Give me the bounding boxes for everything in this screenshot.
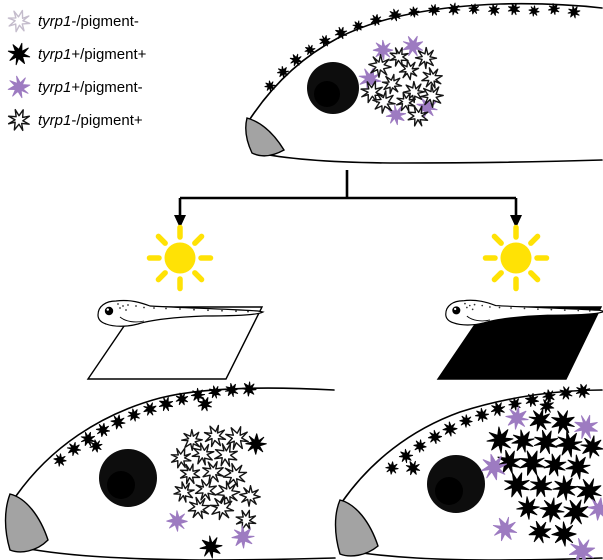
melanocyte-pigmented-cell bbox=[442, 421, 458, 437]
melanocyte-pigmented-cell bbox=[529, 425, 563, 459]
legend-item: tyrp1+/pigment+ bbox=[6, 41, 146, 67]
right-sun-icon bbox=[486, 228, 547, 289]
pigmented-tyrp1neg-cell-icon bbox=[6, 107, 32, 133]
black-background-sheet bbox=[436, 306, 603, 380]
legend-item: tyrp1-/pigment- bbox=[6, 8, 146, 34]
pigmented-tyrp1pos-cell-icon bbox=[6, 41, 32, 67]
melanocyte-outline-cell bbox=[377, 69, 407, 99]
left-arrowhead-icon bbox=[174, 215, 186, 228]
bottom-right-fish-head bbox=[334, 381, 603, 560]
top-head-cell-cluster bbox=[355, 32, 449, 131]
bottom-left-ventral-outline bbox=[13, 545, 336, 560]
melanocyte-pigmented-cell bbox=[524, 404, 556, 436]
branch-arrows bbox=[174, 170, 522, 228]
melanocyte-pigmented-cell bbox=[445, 0, 463, 18]
melanocyte-purple-cell bbox=[372, 39, 394, 61]
right-arrowhead-icon bbox=[510, 215, 522, 228]
melanocyte-pigmented-cell bbox=[52, 452, 68, 468]
melanocyte-outline-cell bbox=[199, 420, 231, 452]
melanocyte-pigmented-cell bbox=[550, 425, 588, 463]
bottom-left-fish-head bbox=[4, 378, 336, 560]
melanocyte-pigmented-cell bbox=[94, 421, 112, 439]
melanocyte-pigmented-cell bbox=[427, 429, 443, 445]
left-sun-icon bbox=[150, 228, 211, 289]
melanocyte-pigmented-cell bbox=[511, 491, 545, 525]
melanocyte-pigmented-cell bbox=[472, 405, 492, 425]
bottom-right-cell-cluster bbox=[478, 401, 603, 560]
top-head-pupil bbox=[314, 81, 340, 107]
melanocyte-pigmented-cell bbox=[527, 4, 541, 18]
unpigmented-tyrp1pos-cell-icon bbox=[6, 74, 32, 100]
unpigmented-tyrp1neg-cell-icon bbox=[6, 8, 32, 34]
legend-item: tyrp1+/pigment- bbox=[6, 74, 146, 100]
melanocyte-pigmented-cell bbox=[244, 432, 268, 456]
melanocyte-pigmented-cell bbox=[387, 7, 403, 23]
genotype-suffix: +/pigment- bbox=[71, 78, 143, 96]
genotype-suffix: -/pigment+ bbox=[71, 111, 143, 129]
melanocyte-pigmented-cell bbox=[408, 6, 420, 18]
bottom-right-ventral-outline bbox=[341, 549, 603, 560]
melanocyte-purple-cell bbox=[565, 534, 599, 560]
gene-name: tyrp1 bbox=[38, 12, 72, 30]
legend: tyrp1-/pigment- tyrp1+/pigment+ tyrp1+/p… bbox=[6, 8, 146, 133]
melanocyte-outline-cell bbox=[237, 483, 263, 509]
melanocyte-pigmented-cell bbox=[384, 460, 400, 476]
gene-name: tyrp1 bbox=[38, 78, 72, 96]
melanocyte-pigmented-cell bbox=[506, 424, 540, 458]
bottom-left-jaw bbox=[4, 493, 49, 553]
melanocyte-pigmented-cell bbox=[551, 521, 577, 547]
bottom-left-dorsal-outline bbox=[15, 387, 335, 497]
gene-name: tyrp1 bbox=[38, 111, 72, 129]
top-fish-head bbox=[245, 0, 603, 164]
melanocyte-pigmented-cell bbox=[525, 470, 557, 502]
melanocyte-pigmented-cell bbox=[539, 449, 571, 481]
bottom-right-jaw bbox=[334, 499, 379, 557]
melanocyte-pigmented-cell bbox=[206, 383, 224, 401]
bottom-left-cell-cluster bbox=[165, 420, 268, 560]
melanocyte-pigmented-cell bbox=[396, 446, 416, 466]
melanocyte-pigmented-cell bbox=[195, 531, 227, 560]
top-head-jaw bbox=[245, 117, 285, 157]
melanocyte-purple-cell bbox=[165, 509, 189, 533]
melanocyte-pigmented-cell bbox=[487, 3, 501, 17]
bottom-right-pupil bbox=[435, 477, 463, 505]
gene-name: tyrp1 bbox=[38, 45, 72, 63]
melanocyte-pigmented-cell bbox=[222, 380, 242, 400]
bottom-right-dorsal-outline bbox=[341, 389, 603, 503]
melanocyte-outline-cell bbox=[232, 506, 260, 534]
left-treatment bbox=[86, 299, 264, 380]
genotype-suffix: +/pigment+ bbox=[71, 45, 147, 63]
melanocyte-pigmented-cell bbox=[546, 405, 580, 439]
right-treatment bbox=[436, 299, 603, 380]
melanocyte-outline-cell bbox=[167, 444, 195, 472]
melanocyte-pigmented-cell bbox=[459, 414, 473, 428]
melanocyte-pigmented-cell bbox=[525, 517, 555, 547]
melanocyte-pigmented-cell bbox=[412, 438, 428, 454]
bottom-left-pupil bbox=[107, 471, 135, 499]
melanocyte-purple-cell bbox=[488, 512, 522, 546]
legend-item: tyrp1-/pigment+ bbox=[6, 107, 146, 133]
top-head-ventral-outline bbox=[252, 151, 603, 164]
genotype-suffix: -/pigment- bbox=[71, 12, 139, 30]
melanocyte-pigmented-cell bbox=[557, 384, 575, 402]
